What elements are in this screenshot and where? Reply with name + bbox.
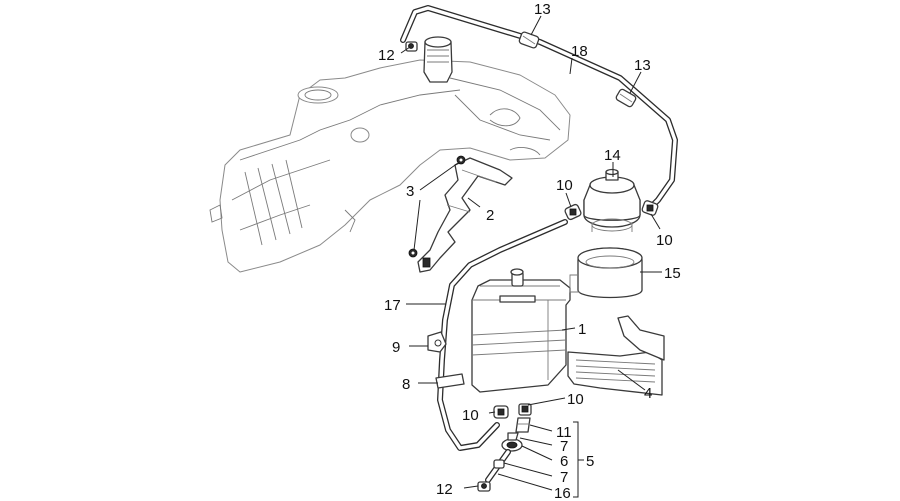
callout-16: 16 — [554, 485, 571, 501]
clamp-13-lower — [615, 88, 637, 108]
filter-14 — [583, 168, 641, 232]
holder-4 — [567, 315, 665, 396]
callout-12: 12 — [378, 47, 395, 64]
callout-6: 6 — [560, 453, 568, 470]
clamp-10-right — [641, 200, 659, 216]
callout-4: 4 — [644, 385, 652, 402]
clamp-10-lower-left — [493, 405, 509, 419]
callout-13: 13 — [534, 1, 551, 18]
callout-11: 11 — [556, 424, 572, 441]
callout-7: 7 — [560, 438, 568, 455]
clamp-13-upper — [518, 31, 540, 49]
vent-hose-18 — [400, 5, 678, 211]
callout-2: 2 — [486, 207, 494, 224]
callout-7: 7 — [560, 469, 568, 486]
hose-16 — [485, 449, 511, 483]
bracket-2 — [417, 157, 513, 273]
nut-3-upper — [456, 155, 466, 165]
callout-8: 8 — [402, 376, 410, 393]
callout-9: 9 — [392, 339, 400, 356]
callout-12: 12 — [436, 481, 453, 498]
filler-neck — [423, 36, 453, 83]
callout-5: 5 — [586, 453, 594, 470]
leader-lines — [400, 15, 662, 498]
callout-10: 10 — [556, 177, 573, 194]
clamp-10-lower-right — [518, 403, 532, 416]
callout-10: 10 — [567, 391, 584, 408]
clip-12-upper — [405, 41, 418, 52]
hose-17 — [437, 219, 568, 451]
callout-14: 14 — [604, 147, 621, 164]
band-15 — [569, 247, 643, 299]
callout-10: 10 — [656, 232, 673, 249]
callout-13: 13 — [634, 57, 651, 74]
callout-15: 15 — [664, 265, 681, 282]
nut-3-lower — [408, 248, 431, 268]
clamp-9 — [427, 331, 447, 353]
callout-18: 18 — [571, 43, 588, 60]
canister-1 — [471, 268, 571, 393]
callout-labels: 13 12 18 13 14 10 10 3 2 15 17 1 9 4 8 1… — [378, 1, 681, 501]
callout-3: 3 — [406, 183, 414, 200]
clip-12-lower — [477, 481, 491, 492]
strap-8 — [435, 373, 465, 389]
callout-1: 1 — [578, 321, 586, 338]
fuel-tank — [209, 59, 571, 273]
valve-6 — [501, 432, 523, 452]
fitting-11 — [515, 417, 531, 433]
clamp-10-left — [564, 203, 582, 221]
callout-10: 10 — [462, 407, 479, 424]
callout-17: 17 — [384, 297, 401, 314]
